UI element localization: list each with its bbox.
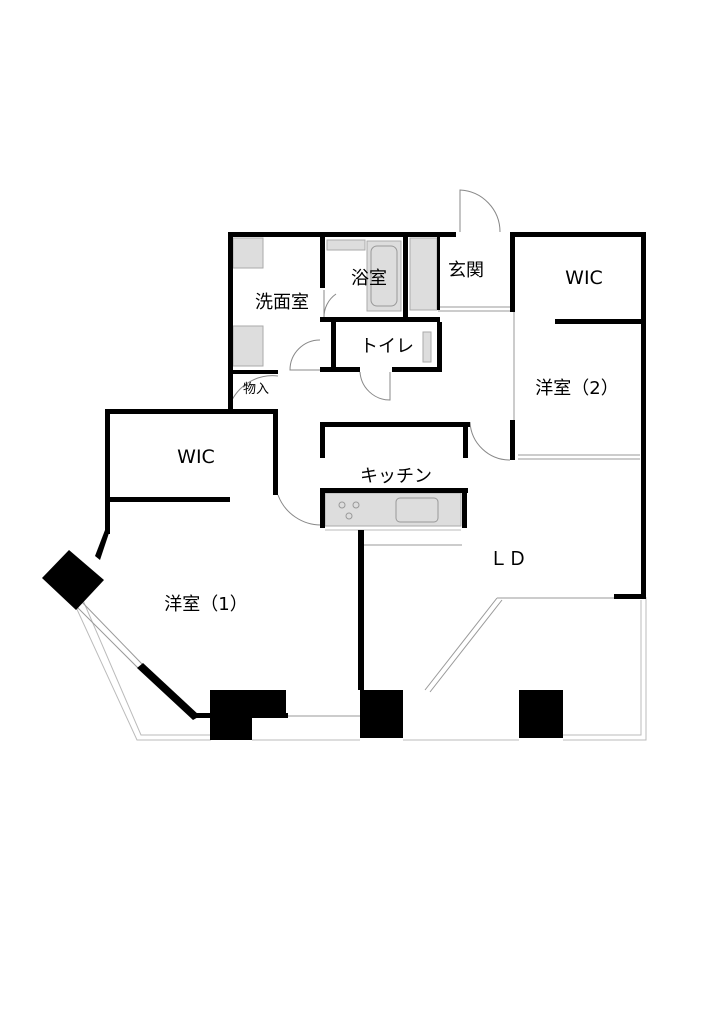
wall — [641, 232, 646, 598]
wall — [510, 420, 515, 460]
bathtub — [366, 240, 402, 312]
wall — [462, 488, 467, 528]
label-wic-top: WIC — [565, 267, 603, 289]
wall — [228, 232, 233, 410]
storage-door — [231, 375, 279, 401]
column — [42, 550, 104, 610]
label-western1: 洋室（1） — [164, 594, 247, 615]
balcony-rail — [563, 597, 647, 741]
label-kitchen: キッチン — [360, 466, 432, 487]
doors — [231, 189, 511, 526]
label-toilet: トイレ — [360, 336, 414, 357]
label-wic-left: WIC — [177, 446, 215, 468]
wall — [320, 488, 325, 528]
wall — [555, 319, 646, 324]
bathtub-inner — [370, 245, 398, 307]
wall — [105, 409, 278, 414]
label-western2: 洋室（2） — [535, 378, 618, 399]
room-labels: 洗面室 浴室 玄関 WIC トイレ 物入 洋室（2） WIC キッチン ＬＤ 洋… — [164, 260, 618, 615]
wall — [320, 367, 360, 372]
room2-door — [469, 421, 511, 461]
column — [519, 690, 563, 738]
bath-door — [323, 290, 337, 319]
balcony-outline-inner — [81, 597, 211, 736]
ld-window — [429, 599, 503, 693]
column — [210, 690, 252, 740]
washbasin — [232, 325, 264, 367]
wall — [320, 317, 440, 322]
walls — [95, 232, 646, 720]
toilet-fixture — [422, 331, 432, 363]
entrance-floor — [409, 237, 438, 311]
wall — [320, 488, 468, 493]
kitchen-sink — [395, 497, 439, 523]
room1-window — [79, 599, 143, 665]
label-entrance: 玄関 — [448, 260, 484, 281]
wall — [320, 232, 325, 288]
wall — [320, 422, 470, 427]
wall — [137, 663, 200, 720]
column — [360, 690, 403, 738]
wall — [437, 322, 442, 372]
wall — [614, 594, 646, 599]
column — [252, 690, 286, 716]
label-washroom: 洗面室 — [255, 292, 309, 313]
wall — [392, 367, 442, 372]
balcony-rail — [563, 600, 642, 736]
label-ld: ＬＤ — [489, 548, 527, 570]
wall — [228, 370, 278, 374]
wall — [105, 497, 230, 502]
fixtures — [232, 237, 462, 531]
stove-burner — [352, 501, 360, 509]
wall — [320, 422, 325, 458]
wall — [273, 409, 278, 495]
toilet-door — [359, 371, 391, 401]
columns — [42, 550, 563, 740]
wall — [437, 232, 440, 310]
wall — [463, 422, 468, 458]
wall — [228, 232, 456, 237]
wall — [193, 713, 211, 718]
entrance-door — [459, 189, 501, 233]
wall — [331, 322, 336, 372]
wall — [510, 232, 646, 237]
stove-burner — [345, 512, 353, 520]
wall — [358, 530, 364, 690]
kitchen-counter — [324, 492, 462, 527]
washroom-door — [289, 339, 321, 371]
wall — [510, 232, 515, 312]
wall — [403, 232, 408, 317]
wic-left-door — [277, 494, 323, 526]
wall — [105, 409, 110, 534]
washing-machine — [232, 237, 264, 269]
balcony-outline — [74, 604, 211, 741]
ld-window — [424, 597, 498, 691]
wall — [95, 530, 110, 560]
label-storage: 物入 — [243, 382, 269, 397]
bath-shelf — [326, 239, 366, 251]
label-bath: 浴室 — [351, 268, 387, 289]
room1-window — [74, 604, 139, 669]
thin-lines — [74, 306, 647, 741]
stove-burner — [338, 501, 346, 509]
